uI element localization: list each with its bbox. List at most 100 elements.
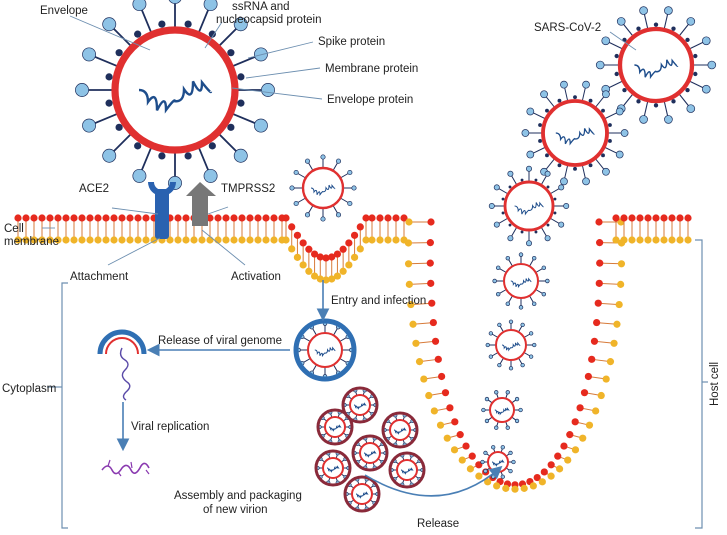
lipid-head-inner [592,407,600,415]
lipid-head-outer [588,355,596,363]
lipid-head-inner [420,375,428,383]
arrows [116,280,503,497]
lipid-head-outer [22,214,30,222]
lipid-head-inner [636,236,644,244]
lipid-head-inner [466,465,475,473]
lipid-head-outer [652,214,660,222]
cytoplasm-bracket [47,282,68,529]
lipid-head-inner [230,236,238,244]
lipid-head-outer [392,214,400,222]
lipid-head-inner [602,375,610,383]
assembling-virion [316,408,354,446]
assembling-virion [314,449,352,487]
lipid-head-outer [584,372,592,381]
lipid-head-outer [368,214,376,222]
lipid-head-outer [262,214,270,222]
lipid-head-outer [288,223,296,231]
lipid-head-inner [166,236,174,244]
labels: Envelope ssRNA and nucleocapsid protein … [2,1,721,530]
entering-virus [289,154,357,222]
lipid-head-inner [293,253,302,261]
host-cell-bracket [695,239,708,529]
lipid-head-inner [118,236,126,244]
lipid-head-inner [404,260,413,268]
lipid-head-inner [644,236,652,244]
tmprss2-protease [186,182,216,226]
lipid-head-inner [126,236,134,244]
lipid-head-inner [458,456,466,464]
lipid-head-inner [405,218,413,226]
lipid-head-outer [54,214,62,222]
lipid-head-inner [322,276,330,284]
label-viral-replication: Viral replication [131,421,209,433]
lipid-head-outer [590,337,599,345]
lipid-head-inner [270,236,278,244]
lipid-head-inner [415,358,424,366]
vesicle [381,411,419,449]
lipid-head-inner [254,236,262,244]
label-cell: Cell [4,223,24,235]
pit-virus [481,390,523,430]
lipid-tail [599,262,622,265]
lipid-head-outer [595,279,603,287]
lipid-head-inner [14,236,22,244]
lipid-head-inner [538,478,546,486]
lipid-head-inner [316,275,324,283]
uncoating-particle [97,329,147,401]
lipid-head-inner [198,236,206,244]
lipid-head-inner [46,236,54,244]
lipid-head-inner [310,272,319,280]
lipid-head-inner [376,236,384,244]
lipid-head-outer [333,250,342,258]
label-attachment: Attachment [70,271,129,283]
lipid-head-outer [46,214,54,222]
lipid-head-inner [612,236,620,244]
lipid-head-outer [345,239,353,247]
assembling-virion [351,434,389,472]
label-release: Release [417,518,459,530]
lipid-head-outer [571,418,579,426]
lipid-head-outer [594,299,602,307]
lipid-head-inner [620,236,628,244]
lipid-head-outer [222,214,230,222]
lipid-head-outer [426,259,434,267]
lipid-head-inner [392,236,400,244]
label-assembly-1: Assembly and packaging [174,490,302,502]
lipid-head-outer [62,214,70,222]
lipid-head-inner [684,236,692,244]
lipid-head-inner [484,478,492,486]
lipid-head-outer [451,418,459,426]
lipid-head-outer [134,214,142,222]
lipid-head-outer [126,214,134,222]
lipid-head-inner [94,236,102,244]
vesicle [314,449,352,487]
lipid-head-inner [328,275,336,283]
lipid-head-outer [206,214,214,222]
lipid-head-outer [660,214,668,222]
lipid-head-outer [426,239,434,247]
lipid-head-inner [206,236,214,244]
lipid-head-outer [14,214,22,222]
lipid-head-inner [299,261,307,269]
ace2-receptor [148,182,176,239]
lipid-head-outer [293,231,302,239]
pit-virus [485,319,537,371]
lipid-head-inner [142,236,150,244]
lipid-head-outer [596,239,604,247]
label-cytoplasm: Cytoplasm [2,383,56,395]
lipid-head-outer [636,214,644,222]
pit-virus [492,252,550,310]
lipid-tail [408,262,431,265]
lipid-head-outer [182,214,190,222]
vesicle [388,451,426,489]
lipid-head-outer [282,214,290,222]
label-host-cell: Host cell [709,362,721,406]
lipid-head-outer [110,214,118,222]
lipid-head-outer [441,389,450,397]
lipid-head-outer [356,223,364,231]
replicated-rna [101,459,150,477]
lipid-head-inner [676,236,684,244]
lipid-head-inner [356,245,364,253]
lipid-head-inner [579,434,587,442]
